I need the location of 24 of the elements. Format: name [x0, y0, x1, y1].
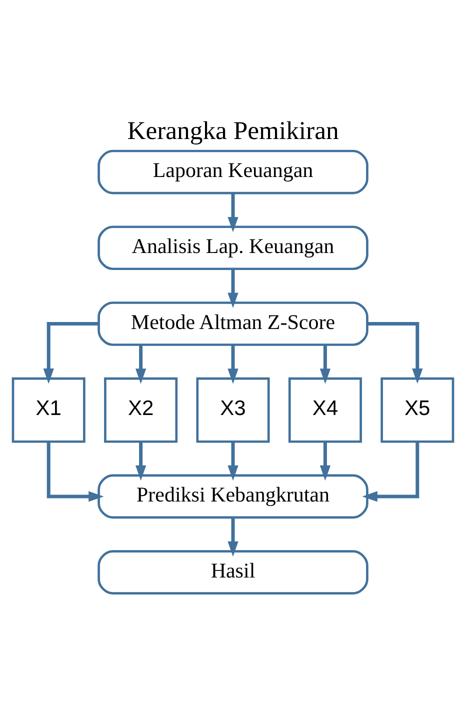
arrow — [362, 441, 420, 502]
arrow — [228, 192, 238, 232]
diagram-title: Kerangka Pemikiran — [127, 115, 339, 144]
node-box: Hasil — [98, 550, 368, 594]
node-box: Laporan Keuangan — [98, 149, 368, 194]
arrow — [228, 268, 238, 308]
arrow — [320, 344, 331, 384]
node-box: Metode Altman Z-Score — [98, 301, 368, 346]
node-box: X2 — [104, 376, 178, 442]
node-box: X4 — [288, 376, 362, 442]
node-box: X1 — [12, 376, 86, 442]
node-box: Prediksi Kebangkrutan — [98, 474, 368, 518]
arrow — [135, 344, 146, 384]
node-box: X5 — [380, 376, 454, 442]
arrow — [43, 322, 98, 384]
arrow — [46, 441, 104, 502]
arrow — [320, 441, 331, 480]
arrow — [135, 441, 146, 480]
arrow — [368, 322, 423, 384]
node-box: X3 — [196, 376, 270, 442]
arrow — [228, 517, 238, 556]
arrow — [228, 441, 238, 480]
arrow — [228, 344, 238, 384]
node-box: Analisis Lap. Keuangan — [98, 225, 368, 270]
